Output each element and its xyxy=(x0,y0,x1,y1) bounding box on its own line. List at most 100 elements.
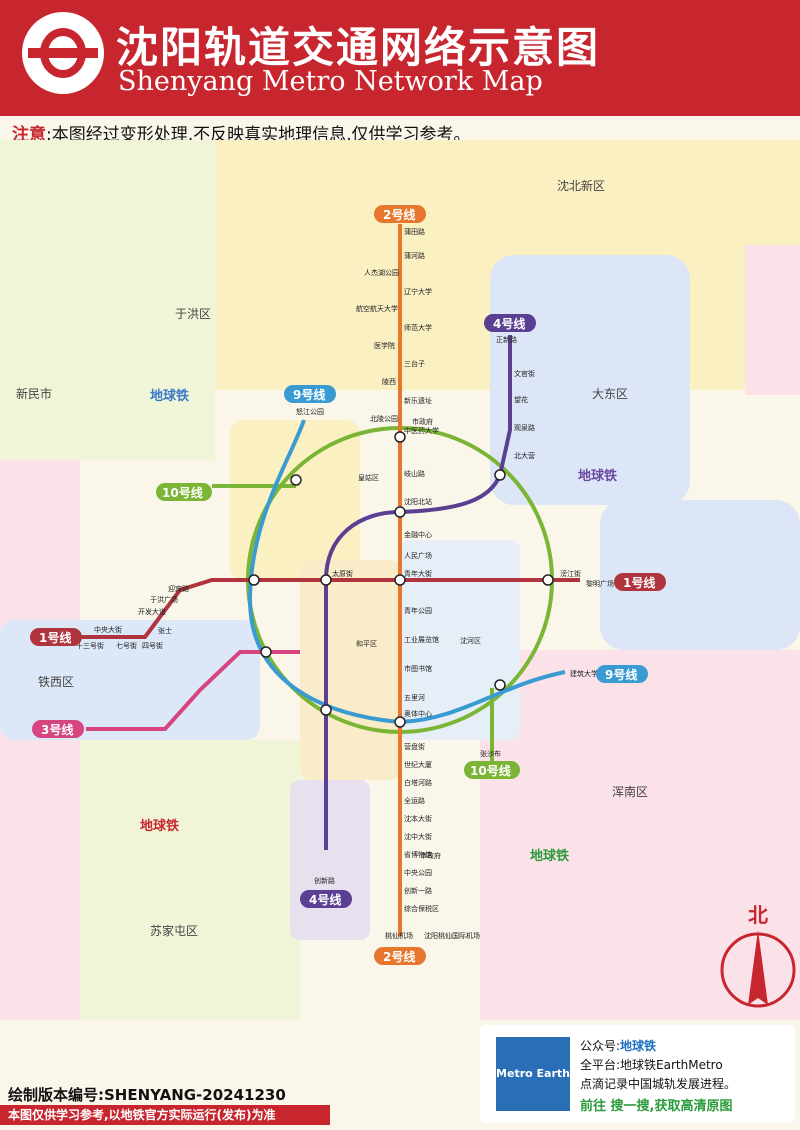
line10-badge-bottom[interactable]: 10号线 xyxy=(464,761,520,779)
metro-logo-icon xyxy=(22,12,104,94)
district-label: 于洪区 xyxy=(175,307,211,321)
district-label: 铁西区 xyxy=(38,675,74,689)
station-label[interactable]: 黎明广场 xyxy=(586,579,614,588)
station-label[interactable]: 文官街 xyxy=(514,369,535,378)
station-label[interactable]: 北陵公园 xyxy=(370,414,398,423)
station-label[interactable]: 沈本大街 xyxy=(404,814,432,823)
promo-account-label: 公众号: xyxy=(580,1039,621,1053)
station-label[interactable]: 奥体中心 xyxy=(404,709,432,718)
disclaimer: 本图仅供学习参考,以地铁官方实际运行(发布)为准 xyxy=(0,1105,330,1125)
watermark: 地球铁 xyxy=(530,848,569,864)
station-label[interactable]: 开发大道 xyxy=(138,607,166,616)
district-bg xyxy=(490,255,690,505)
station-label[interactable]: 沈中大街 xyxy=(404,832,432,841)
station-label[interactable]: 陵西 xyxy=(382,377,396,386)
station-label[interactable]: 中央公园 xyxy=(404,868,432,877)
promo-account-name[interactable]: 地球铁 xyxy=(620,1039,657,1053)
district-bg xyxy=(0,140,215,460)
station-label[interactable]: 航空航天大学 xyxy=(356,304,398,313)
station-label[interactable]: 白塔河路 xyxy=(404,778,432,787)
station-label[interactable]: 创新路 xyxy=(314,876,335,885)
line10-badge-left[interactable]: 10号线 xyxy=(156,483,212,501)
station-label[interactable]: 青年大街 xyxy=(404,569,432,578)
promo-card: Metro Earth 公众号:地球铁 全平台:地球铁EarthMetro 点滴… xyxy=(480,1025,795,1123)
station-label[interactable]: 综合保税区 xyxy=(404,904,439,913)
station-label[interactable]: 观泉路 xyxy=(514,423,535,432)
station-label[interactable]: 创新一路 xyxy=(404,886,432,895)
station-label[interactable]: 医学院 xyxy=(374,341,395,350)
station-label[interactable]: 岐山路 xyxy=(404,469,425,478)
station-label[interactable]: 人民广场 xyxy=(404,551,432,560)
station-label[interactable]: 建筑大学 xyxy=(570,669,598,678)
svg-text:4号线: 4号线 xyxy=(493,316,525,331)
header-banner: 沈阳轨道交通网络示意图 Shenyang Metro Network Map xyxy=(0,0,800,116)
station-label[interactable]: 北大营 xyxy=(514,451,535,460)
station-label[interactable]: 沈阳北站 xyxy=(404,497,432,506)
promo-search-link[interactable]: 前往 搜一搜,获取高清原图 xyxy=(580,1099,733,1114)
station-label[interactable]: 市图书馆 xyxy=(404,664,432,673)
watermark: 地球铁 xyxy=(140,818,179,834)
svg-text:9号线: 9号线 xyxy=(605,667,637,682)
station-label[interactable]: 师范大学 xyxy=(404,323,432,332)
station-label[interactable]: 世纪大厦 xyxy=(404,760,432,769)
station-label[interactable]: 金融中心 xyxy=(404,530,432,539)
district-label: 沈北新区 xyxy=(557,178,605,193)
station-label[interactable]: 三台子 xyxy=(404,359,425,368)
station-label[interactable]: 辽宁大学 xyxy=(404,287,432,296)
district-bg xyxy=(300,560,400,780)
district-bg xyxy=(230,420,360,580)
district-label: 沈河区 xyxy=(460,636,481,645)
station-label[interactable]: 全运路 xyxy=(404,796,425,805)
station-label[interactable]: 望花 xyxy=(514,395,528,404)
district-bg xyxy=(290,780,370,940)
station-label[interactable]: 蒲河路 xyxy=(404,251,425,260)
line4-badge-bottom[interactable]: 4号线 xyxy=(300,890,352,908)
station-label[interactable]: 滂江街 xyxy=(560,569,581,578)
station-label[interactable]: 营盘街 xyxy=(404,742,425,751)
line3-route xyxy=(86,650,300,731)
station-label[interactable]: 正新路 xyxy=(496,335,517,344)
station-label[interactable]: 怒江公园 xyxy=(296,407,324,416)
station-label[interactable]: 省博物馆 xyxy=(404,850,432,859)
svg-text:1号线: 1号线 xyxy=(39,630,71,645)
svg-text:9号线: 9号线 xyxy=(293,387,325,402)
district-bg xyxy=(0,620,260,740)
promo-account: 公众号:地球铁 xyxy=(580,1037,656,1054)
line9-badge-top[interactable]: 9号线 xyxy=(284,385,336,403)
line2-badge-bottom[interactable]: 2号线 xyxy=(374,947,426,965)
district-label: 苏家屯区 xyxy=(150,923,198,938)
station-label[interactable]: 人杰湖公园 xyxy=(364,268,399,277)
station-label[interactable]: 中医药大学 xyxy=(404,426,439,435)
promo-slogan: 点滴记录中国城轨发展进程。 xyxy=(580,1077,737,1091)
station-label[interactable]: 七号街 xyxy=(116,641,137,650)
station-label[interactable]: 张沙布 xyxy=(480,749,501,758)
station-label[interactable]: 蒲田路 xyxy=(404,227,425,236)
line1-badge-left[interactable]: 1号线 xyxy=(30,628,82,646)
line4-badge-top[interactable]: 4号线 xyxy=(484,314,536,332)
station-label[interactable]: 张士 xyxy=(158,626,172,635)
page-title: 沈阳轨道交通网络示意图 xyxy=(116,23,601,72)
station-label[interactable]: 十三号街 xyxy=(76,641,104,650)
svg-text:1号线: 1号线 xyxy=(623,575,655,590)
station-label[interactable]: 桃仙机场 xyxy=(385,931,413,940)
station-label[interactable]: 新乐遗址 xyxy=(404,396,432,405)
station-label[interactable]: 迎宾路 xyxy=(168,584,189,593)
svg-text:2号线: 2号线 xyxy=(383,207,415,222)
station-label[interactable]: 五里河 xyxy=(404,694,425,702)
line2-badge-top[interactable]: 2号线 xyxy=(374,205,426,223)
station-label[interactable]: 于洪广场 xyxy=(150,595,178,604)
line10-route xyxy=(212,484,494,768)
version-label: 绘制版本编号:SHENYANG-20241230 xyxy=(8,1086,286,1104)
station-label[interactable]: 四号街 xyxy=(142,641,163,650)
district-label: 新民市 xyxy=(16,386,52,401)
earth-metro-logo-icon: Metro Earth xyxy=(496,1037,570,1111)
station-label[interactable]: 中央大街 xyxy=(94,625,122,634)
station-label[interactable]: 太原街 xyxy=(332,569,353,578)
compass-label: 北 xyxy=(748,903,768,927)
line1-badge-right[interactable]: 1号线 xyxy=(614,573,666,591)
line3-badge-left[interactable]: 3号线 xyxy=(32,720,84,738)
station-label[interactable]: 工业展览馆 xyxy=(404,635,439,644)
line9-badge-right[interactable]: 9号线 xyxy=(596,665,648,683)
station-label[interactable]: 青年公园 xyxy=(404,606,432,615)
line1-route xyxy=(82,578,580,639)
